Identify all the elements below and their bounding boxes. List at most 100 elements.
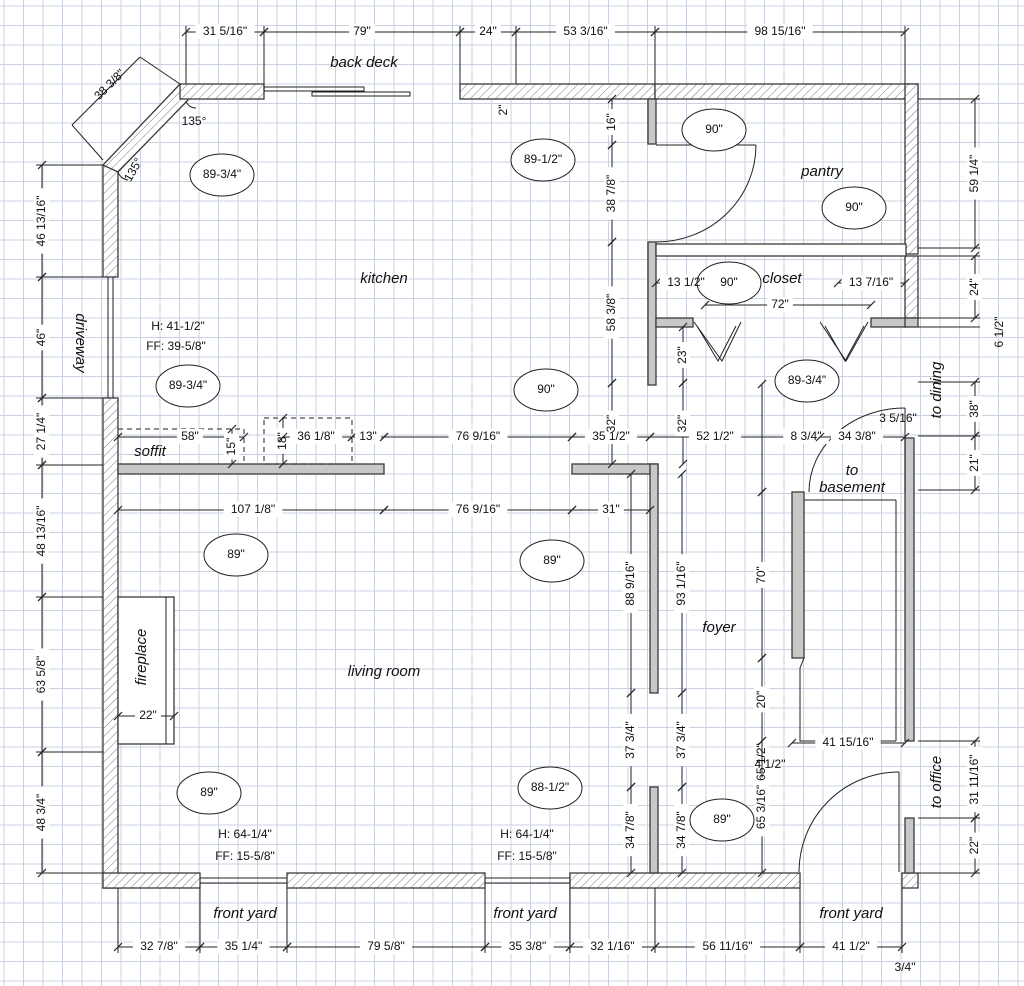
window-living-left-floor: FF: 15-5/8" (215, 849, 275, 863)
ceiling-height-marker (203, 533, 269, 577)
dim-dims-b3: 79 5/8" (367, 939, 405, 953)
ceiling-height-marker (519, 539, 585, 583)
ceiling-height-marker (510, 138, 576, 182)
ceiling-height-marker (155, 364, 221, 408)
dim-dims-b6: 56 11/16" (702, 939, 752, 953)
ceiling-height-l3: 89" (200, 785, 218, 799)
dim-dims-v20: 20" (754, 691, 768, 709)
ceiling-height-p1: 90" (705, 122, 723, 136)
dim-dims-v37a: 37 3/4" (623, 721, 637, 759)
dim-dims-b2: 35 1/4" (225, 939, 263, 953)
dim-dims-v88: 88 9/16" (623, 561, 637, 605)
dim-dims-c13a: 13 1/2" (667, 275, 705, 289)
room-back-deck: back deck (330, 54, 399, 71)
dim-dims-top1: 31 5/16" (203, 24, 247, 38)
ceiling-height-marker (689, 798, 755, 842)
dim-dims-c23: 23" (675, 346, 689, 364)
dim-dims-k32: 32" (604, 415, 618, 433)
ceiling-height-k4: 90" (537, 382, 555, 396)
dim-dims-fp22: 22" (139, 708, 157, 722)
wall-kitchen-living-right (571, 463, 659, 475)
dim-dims-o31: 31 11/16" (967, 754, 981, 804)
dim-dims-v93: 93 1/16" (674, 561, 688, 605)
dim-dims-s58: 58" (181, 429, 199, 443)
dim-dims-c32: 32" (675, 415, 689, 433)
ceiling-height-marker (774, 359, 840, 403)
wall-bottom-1 (102, 872, 201, 889)
wall-closet-left-stub (655, 317, 694, 328)
room-front-yard-3: front yard (819, 905, 883, 922)
dim-dims-v37b: 37 3/4" (674, 721, 688, 759)
ceiling-height-c1: 90" (720, 275, 738, 289)
dim-dims-m76: 76 9/16" (456, 502, 500, 516)
dim-dims-st41: 41 15/16" (823, 735, 874, 749)
dim-dims-left2: 46" (34, 329, 48, 347)
dim-dims-top3: 24" (479, 24, 497, 38)
window-kitchen-height: H: 41-1/2" (151, 319, 205, 333)
dim-dims-top5: 98 15/16" (755, 24, 806, 38)
window-living-right-floor: FF: 15-5/8" (497, 849, 557, 863)
ceiling-height-l2: 89" (543, 553, 561, 567)
dim-dims-f65a: 65 1/2" (754, 743, 768, 781)
wall-left-upper (102, 164, 119, 278)
room-to-dining: to dining (928, 361, 945, 418)
dim-r6: 6 1/2" (992, 317, 1006, 348)
wall-top-mid (459, 83, 656, 100)
room-to-basement-2: basement (819, 479, 886, 496)
dim-dims-left6: 48 3/4" (34, 794, 48, 832)
window-kitchen-floor: FF: 39-5/8" (146, 339, 206, 353)
room-kitchen: kitchen (360, 270, 408, 287)
wall-left-lower (102, 397, 119, 889)
dim-dims-top2: 79" (353, 24, 371, 38)
room-front-yard-1: front yard (213, 905, 277, 922)
wall-kitchen-living-left (117, 463, 385, 475)
wall-foyer-lower (649, 786, 659, 874)
ceiling-height-l4: 88-1/2" (531, 780, 569, 794)
ceiling-height-marker (696, 261, 762, 305)
room-foyer: foyer (702, 619, 736, 636)
room-living-room: living room (348, 663, 421, 680)
dim-dims-v34b: 34 7/8" (674, 811, 688, 849)
wall-pantry-left-bottom (647, 241, 657, 386)
dim-dims-o22: 22" (967, 837, 981, 855)
dim-dims-b4: 35 3/8" (509, 939, 547, 953)
dim-dims-f8: 8 3/4" (791, 429, 822, 443)
wall-closet-right-stub (870, 317, 907, 328)
dim-dims-b7: 41 1/2" (832, 939, 870, 953)
dim-dims-left3: 27 1/4" (34, 413, 48, 451)
dim-dims-s76: 76 9/16" (456, 429, 500, 443)
dim-dims-c72: 72" (771, 297, 789, 311)
doors (117, 86, 906, 873)
window-living-right-height: H: 64-1/4" (500, 827, 554, 841)
ceiling-height-l1: 89" (227, 547, 245, 561)
ceiling-height-marker (189, 153, 255, 197)
wall-stair-right (904, 437, 915, 742)
dim-dims-left5: 63 5/8" (34, 656, 48, 694)
ceiling-height-marker (821, 186, 887, 230)
ceiling-height-k2: 89-1/2" (524, 152, 562, 166)
dim-dims-s36: 36 1/8" (297, 429, 335, 443)
ceiling-height-k1: 89-3/4" (203, 167, 241, 181)
dim-dims-pan38: 38 7/8" (604, 175, 618, 213)
wall-pantry-closet-divider (655, 243, 907, 257)
dim-dims-s52: 52 1/2" (696, 429, 734, 443)
wall-bottom-4 (901, 872, 919, 889)
dim-dims-r38: 38" (967, 400, 981, 418)
ceiling-height-marker (681, 108, 747, 152)
dim-dims-pan16: 16" (604, 113, 618, 131)
wall-living-foyer (649, 463, 659, 694)
room-soffit: soffit (134, 443, 167, 460)
walls (101, 82, 919, 889)
room-fireplace: fireplace (133, 629, 150, 686)
ceiling-heights (155, 108, 887, 842)
window-living-left-height: H: 64-1/4" (218, 827, 272, 841)
dim-dims-top4: 53 3/16" (563, 24, 607, 38)
wall-bottom-2 (286, 872, 486, 889)
dim-dims-m31: 31" (602, 502, 620, 516)
dim-dims-b1: 32 7/8" (140, 939, 178, 953)
ceiling-height-k3: 89-3/4" (169, 378, 207, 392)
wall-diagonal (101, 82, 189, 173)
dim-f3: 3 5/16" (879, 411, 917, 425)
angle-top: 135° (182, 114, 207, 128)
